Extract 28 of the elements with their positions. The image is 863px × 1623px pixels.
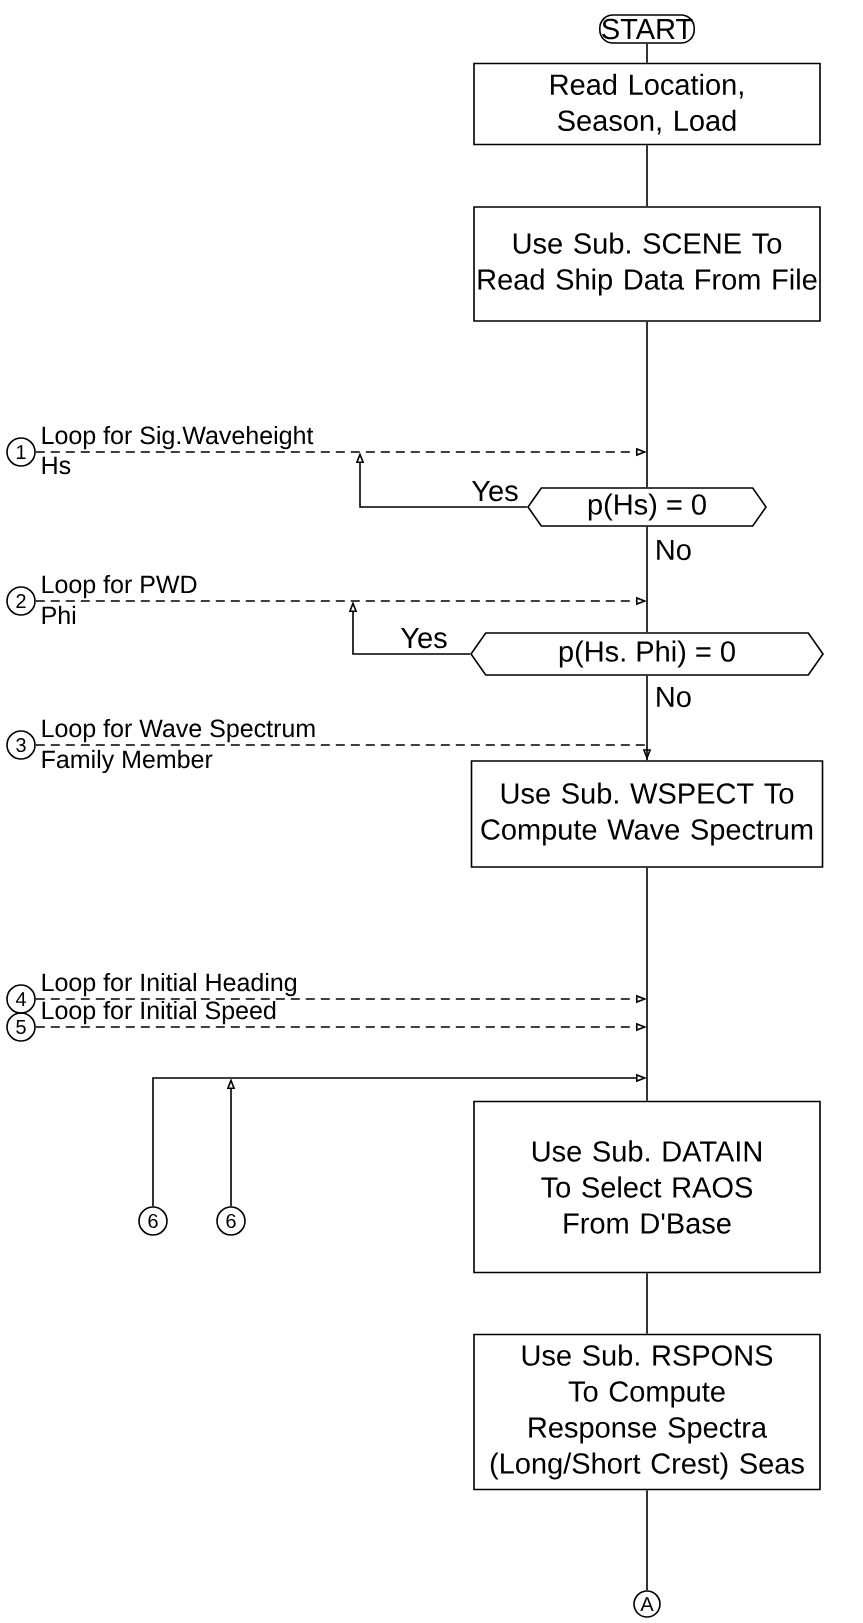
edge-label: No <box>657 686 691 708</box>
loop-label: Loop for Sig.Waveheight <box>42 425 314 450</box>
edge-label: Yes <box>401 628 447 649</box>
decision-hexagon: p(Hs) = 0 <box>527 487 767 527</box>
process-box: Use Sub. SCENE To Read Ship Data From File <box>473 206 821 322</box>
loop-label: Hs <box>42 456 71 475</box>
flow-line <box>646 675 648 761</box>
flow-line <box>646 867 648 1102</box>
loop-label: Family Member <box>42 749 213 774</box>
flow-line <box>646 1489 648 1591</box>
start-terminal: START <box>599 14 695 44</box>
loop-label: Loop for Initial Heading <box>42 972 297 997</box>
loop-label: Loop for Wave Spectrum <box>42 718 315 743</box>
decision-hexagon: p(Hs. Phi) = 0 <box>470 632 824 676</box>
flow-line <box>646 526 648 633</box>
process-box: Use Sub. DATAIN To Select RAOS From D'Base <box>473 1100 821 1274</box>
edge-label: No <box>657 539 691 561</box>
process-box: Use Sub. RSPONS To Compute Response Spectra (Long/Short Crest) Seas <box>473 1333 821 1491</box>
flow-line <box>646 1272 648 1335</box>
loop-label: Phi <box>42 605 76 624</box>
flow-line <box>646 43 648 64</box>
loop-label: Loop for PWD <box>42 574 197 599</box>
loop-label: Loop for Initial Speed <box>42 1000 276 1025</box>
flow-line <box>646 144 648 207</box>
flow-line <box>646 321 648 488</box>
process-box: Use Sub. WSPECT To Compute Wave Spectrum <box>470 760 824 868</box>
process-box: Read Location, Season, Load <box>473 62 821 146</box>
edge-label: Yes <box>472 481 518 502</box>
